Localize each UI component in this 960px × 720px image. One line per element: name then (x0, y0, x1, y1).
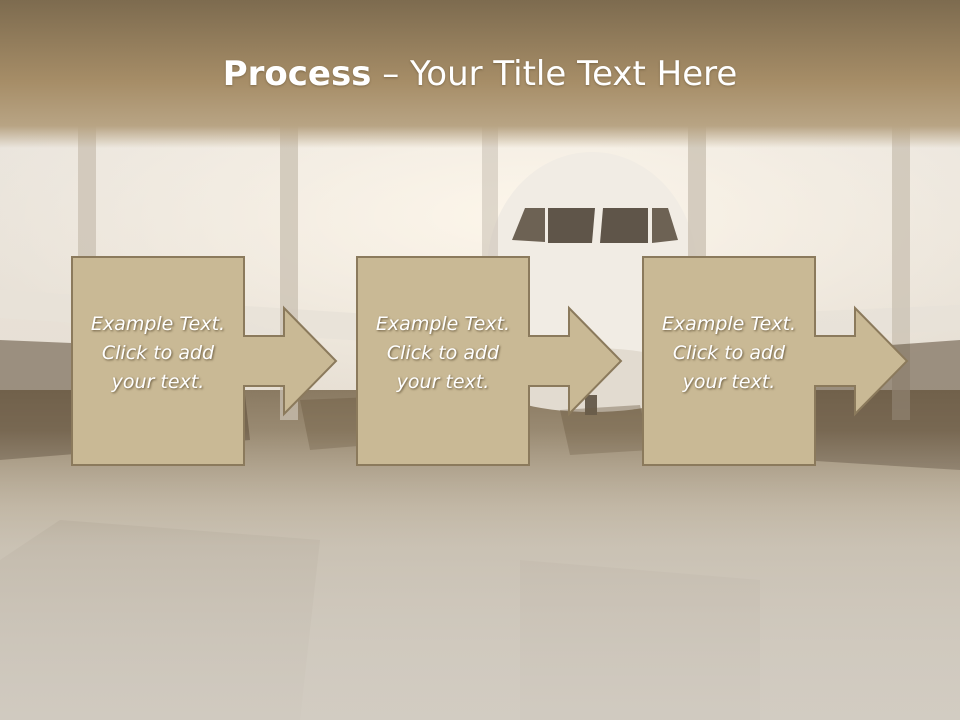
right-arrow-icon (356, 256, 623, 466)
right-arrow-icon (71, 256, 338, 466)
slide-title[interactable]: Process – Your Title Text Here (0, 52, 960, 96)
process-step-1[interactable]: Example Text. Click to add your text. (71, 256, 338, 468)
step-text-line: Click to add (386, 342, 500, 364)
step-text-line: Click to add (101, 342, 215, 364)
step-text: Example Text. Click to add your text. (359, 310, 527, 397)
title-strong: Process (222, 54, 372, 94)
process-step-3[interactable]: Example Text. Click to add your text. (642, 256, 909, 468)
step-text: Example Text. Click to add your text. (645, 310, 813, 397)
step-text-line: your text. (396, 371, 490, 393)
step-text-line: your text. (682, 371, 776, 393)
step-text: Example Text. Click to add your text. (74, 310, 242, 397)
step-text-line: Click to add (672, 342, 786, 364)
process-step-2[interactable]: Example Text. Click to add your text. (356, 256, 623, 468)
step-text-line: Example Text. (375, 313, 511, 335)
right-arrow-icon (642, 256, 909, 466)
step-text-line: your text. (111, 371, 205, 393)
step-text-line: Example Text. (90, 313, 226, 335)
step-text-line: Example Text. (661, 313, 797, 335)
title-rest: – Your Title Text Here (371, 54, 738, 94)
